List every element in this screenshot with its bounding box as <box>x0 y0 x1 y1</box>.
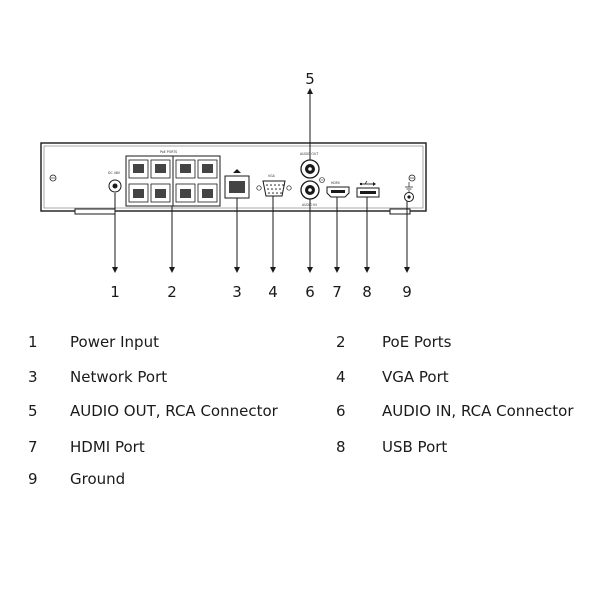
poe-port-3 <box>175 159 196 179</box>
legend-label: VGA Port <box>382 368 449 386</box>
legend-label: HDMI Port <box>70 438 145 456</box>
callout-4: 4 <box>268 283 278 301</box>
leader-lines <box>112 88 410 273</box>
callout-numbers: 1 2 3 4 5 6 7 8 9 <box>110 70 412 301</box>
legend-label: AUDIO OUT, RCA Connector <box>70 402 278 420</box>
legend-label: PoE Ports <box>382 333 452 351</box>
network-port <box>224 169 250 199</box>
callout-5: 5 <box>305 70 315 88</box>
legend-label: USB Port <box>382 438 448 456</box>
poe-port-5 <box>128 183 149 203</box>
poe-ports: PoE PORTS <box>125 150 221 207</box>
poe-label: PoE PORTS <box>160 150 177 154</box>
screw-right-icon <box>408 174 416 182</box>
legend-number: 1 <box>28 333 38 351</box>
hdmi-port: HDMI <box>326 181 350 198</box>
legend-number: 4 <box>336 368 346 386</box>
callout-9: 9 <box>402 283 412 301</box>
callout-8: 8 <box>362 283 372 301</box>
usb-port <box>356 180 380 198</box>
legend-number: 8 <box>336 438 346 456</box>
legend-number: 5 <box>28 402 38 420</box>
callout-2: 2 <box>167 283 177 301</box>
ground-icon <box>405 182 413 192</box>
poe-port-7 <box>175 183 196 203</box>
poe-port-4 <box>197 159 218 179</box>
vga-label: VGA <box>268 174 276 178</box>
nvr-rear-panel-diagram: DC 48V PoE PORTS <box>40 70 427 301</box>
screw-left-icon <box>49 174 57 182</box>
ground-terminal <box>404 182 414 202</box>
legend-number: 3 <box>28 368 38 386</box>
legend-label: AUDIO IN, RCA Connector <box>382 402 574 420</box>
callout-3: 3 <box>232 283 242 301</box>
poe-port-2 <box>150 159 171 179</box>
callout-6: 6 <box>305 283 315 301</box>
legend-label: Ground <box>70 470 126 488</box>
audio-in-rca: AUDIO IN <box>300 177 325 207</box>
hdmi-label: HDMI <box>331 181 340 185</box>
poe-port-8 <box>197 183 218 203</box>
callout-1: 1 <box>110 283 120 301</box>
power-input-port: DC 48V <box>108 171 122 193</box>
legend-number: 7 <box>28 438 38 456</box>
legend-number: 9 <box>28 470 38 488</box>
audio-out-label: AUDIO OUT <box>300 152 318 156</box>
dc-label: DC 48V <box>108 171 121 175</box>
usb-icon <box>359 180 376 186</box>
poe-port-1 <box>128 159 149 179</box>
legend-label: Network Port <box>70 368 168 386</box>
legend-number: 2 <box>336 333 346 351</box>
legend-label: Power Input <box>70 333 159 351</box>
legend-number: 6 <box>336 402 346 420</box>
vga-port: VGA <box>256 174 292 197</box>
callout-7: 7 <box>332 283 342 301</box>
poe-port-6 <box>150 183 171 203</box>
